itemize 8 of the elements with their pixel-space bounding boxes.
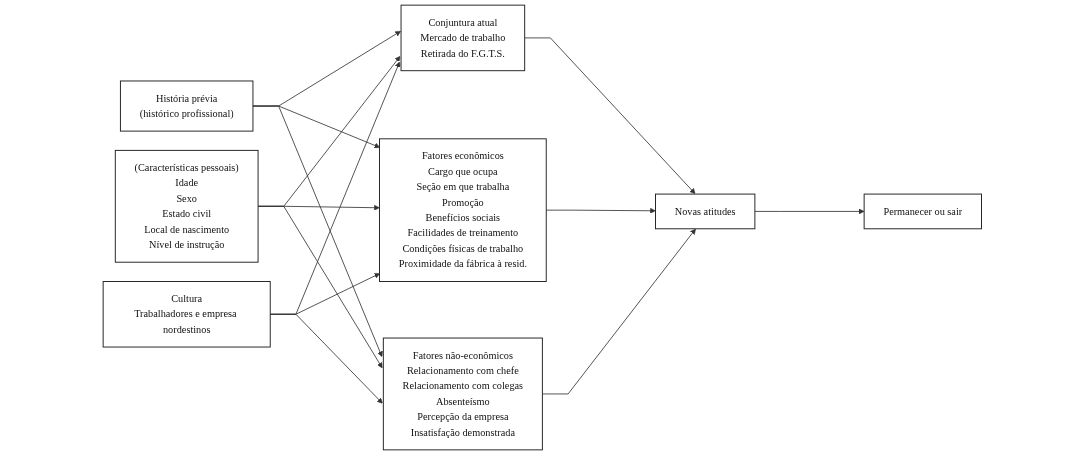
node-box: Novas atitudes — [655, 193, 756, 230]
node-box: (Características pessoais) Idade Sexo Estado civil Local de nascimento Nível de instrução — [115, 149, 259, 263]
node-box: Fatores econômicos Cargo que ocupa Seção em que trabalha Promoção Benefícios sociais Facilidades de treinamento Condições físicas de trabalho Proximidade da fábrica à resid. — [379, 138, 547, 282]
node-box: Conjuntura atual Mercado de trabalho Retirada do F.G.T.S. — [400, 4, 526, 72]
node-box: História prévia (histórico profissional) — [120, 80, 254, 132]
node-box: Permanecer ou sair — [863, 193, 983, 230]
node-box: Cultura Trabalhadores e empresa nordestinos — [102, 281, 271, 348]
node-box: Fatores não-econômicos Relacionamento com chefe Relacionamento com colegas Absenteísmo Percepção da empresa Insatisfação demonstrada — [383, 337, 544, 451]
